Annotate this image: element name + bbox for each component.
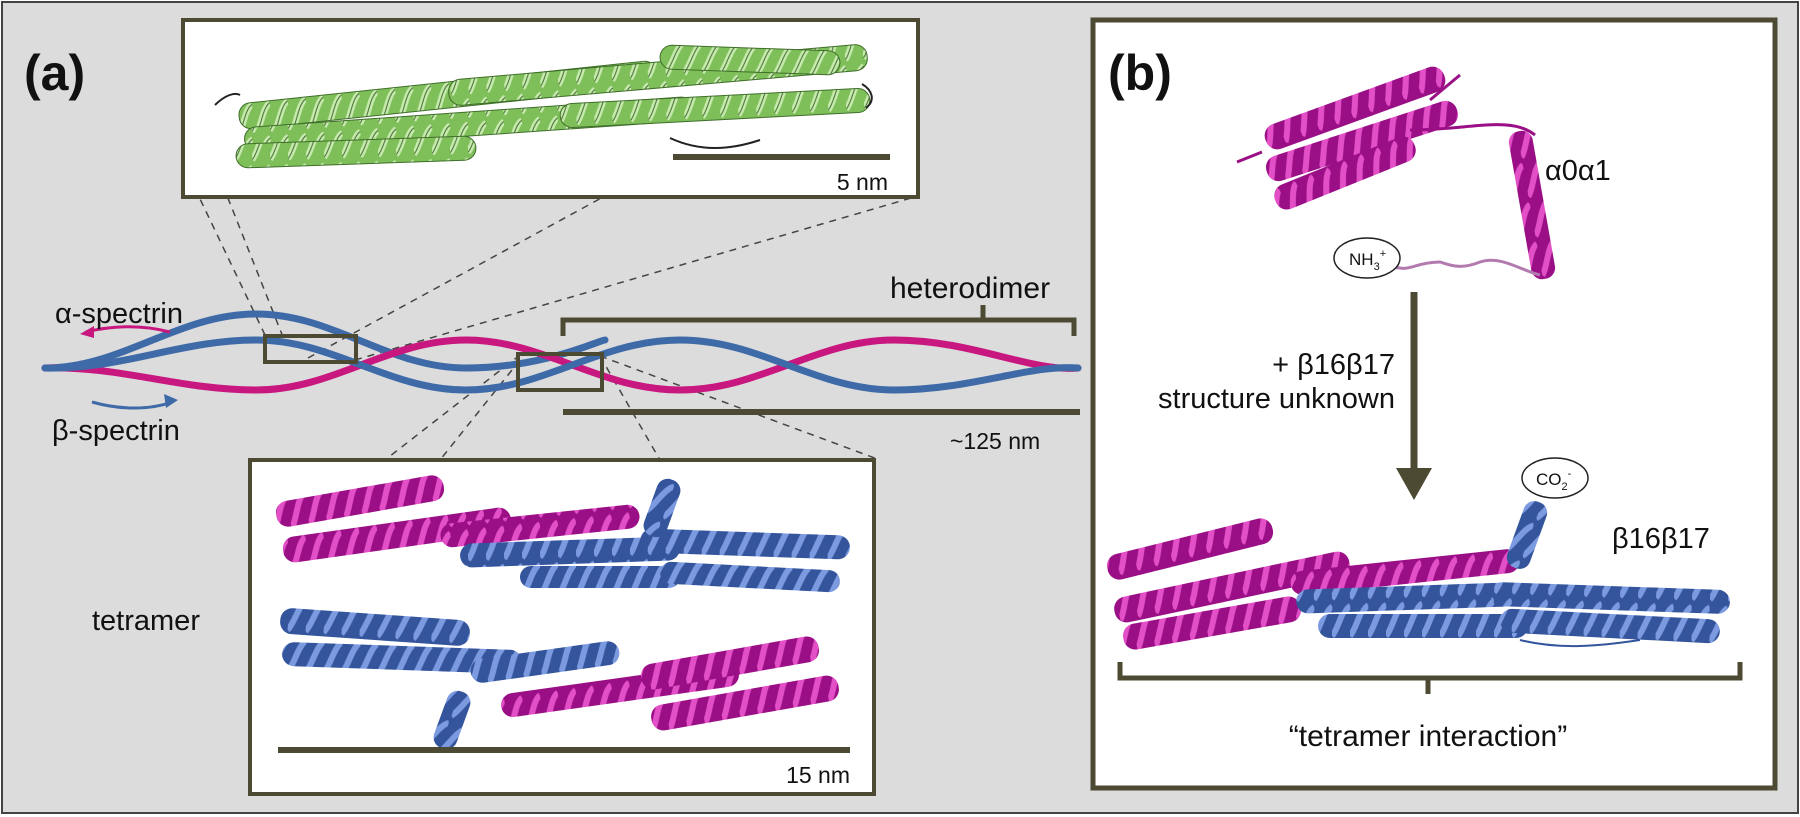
panel-b-box	[1090, 17, 1778, 791]
nh3-terminus-badge	[1333, 237, 1401, 279]
b16b17-label: β16β17	[1612, 523, 1710, 555]
top-zoom-lines	[189, 177, 919, 361]
panel-b-label: (b)	[1108, 45, 1172, 101]
a0a1-label: α0α1	[1545, 155, 1611, 187]
green-helix-structure	[214, 44, 873, 169]
heterodimer-length-label: ~125 nm	[950, 428, 1040, 454]
alpha-spectrin-label: α-spectrin	[55, 298, 183, 330]
spectrin-double-helix	[41, 310, 1082, 394]
tetramer-structure	[275, 475, 850, 750]
top-inset-scale-label: 5 nm	[837, 169, 888, 195]
tetramer-interaction-bracket	[1117, 662, 1743, 694]
tetramer-label: tetramer	[92, 605, 200, 637]
co2-terminus-label: CO2-	[1536, 468, 1572, 493]
alpha-arrowhead-icon	[80, 326, 94, 338]
heterodimer-bracket	[560, 305, 1077, 336]
heterodimer-label: heterodimer	[890, 272, 1050, 305]
co2-terminus-badge	[1521, 457, 1589, 499]
reaction-label-line2: structure unknown	[1158, 383, 1395, 415]
tetramer-interaction-caption: “tetramer interaction”	[1289, 720, 1567, 753]
bottom-zoom-lines	[384, 354, 881, 461]
tetramer-interaction-structure	[1106, 501, 1730, 650]
bottom-highlight-box	[516, 352, 604, 392]
beta-arrowhead-icon	[164, 394, 178, 408]
bottom-inset-scale-label: 15 nm	[786, 762, 850, 788]
panel-a-label: (a)	[24, 45, 85, 101]
reaction-label-line1: + β16β17	[1272, 349, 1395, 381]
reaction-arrowhead-icon	[1396, 468, 1432, 500]
a0a1-structure	[1236, 66, 1556, 280]
beta-direction-arrow	[91, 400, 173, 410]
top-highlight-box	[263, 334, 358, 364]
nh3-terminus-label: NH3+	[1349, 248, 1386, 273]
beta-spectrin-label: β-spectrin	[52, 415, 180, 447]
